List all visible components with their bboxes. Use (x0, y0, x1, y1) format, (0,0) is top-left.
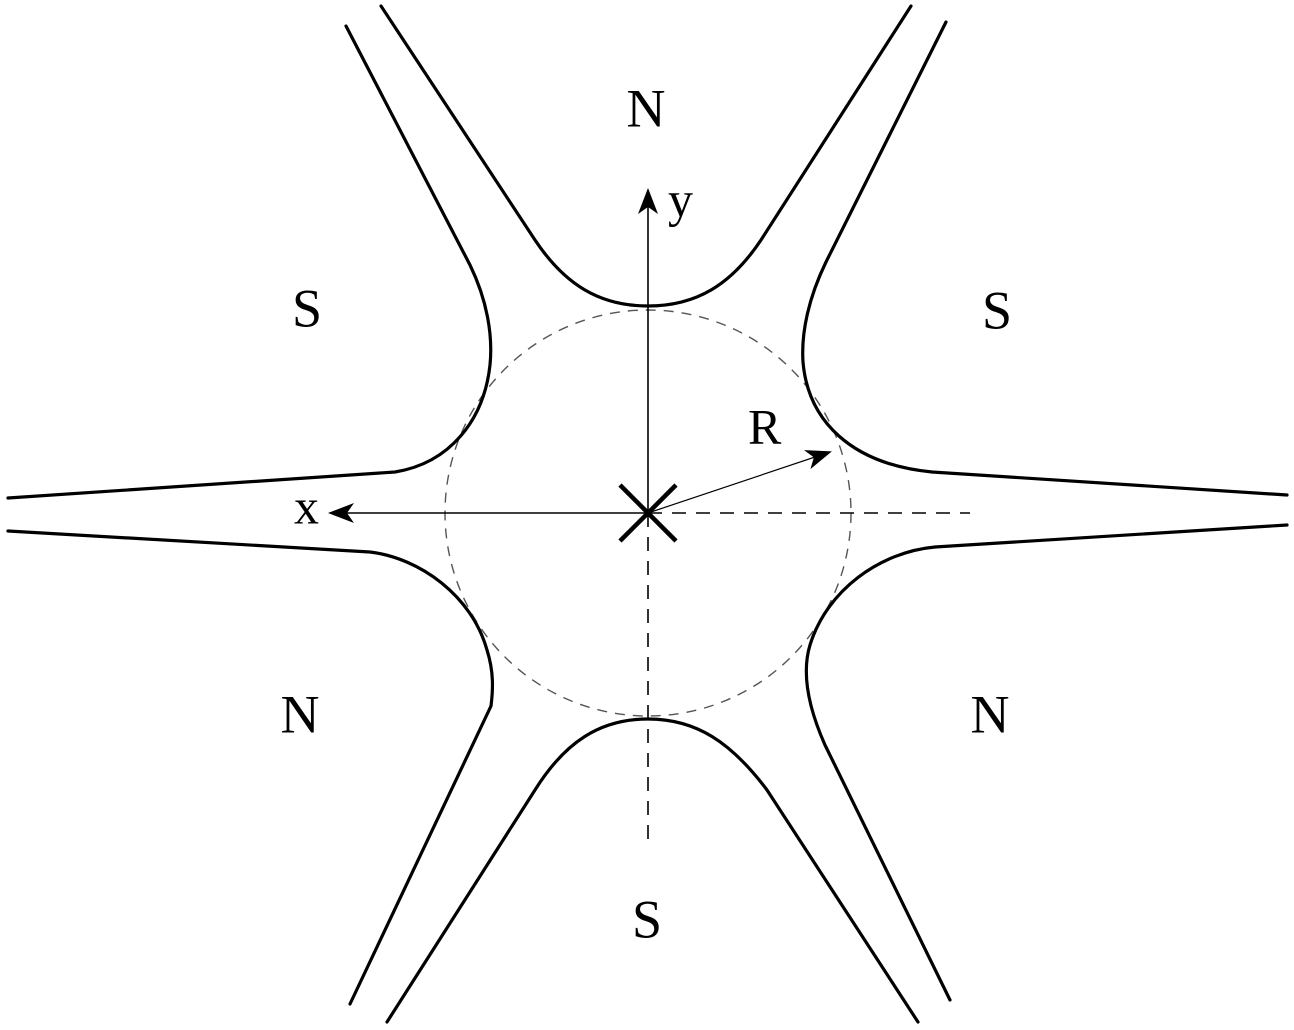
radius-label: R (748, 398, 782, 454)
radius-arrow (647, 450, 832, 514)
x-axis-label: x (294, 478, 319, 534)
pole-face-lower-left (6, 529, 495, 1006)
pole-face-top (379, 4, 913, 308)
pole-face-upper-left (6, 24, 493, 500)
pole-face-bottom (385, 717, 920, 1024)
pole-label-upper-right: S (982, 280, 1012, 340)
pole-label-lower-left: N (281, 684, 320, 744)
pole-face-upper-right (801, 20, 1289, 497)
pole-label-upper-left: S (292, 278, 322, 338)
pole-label-bottom: S (632, 889, 662, 949)
pole-label-top: N (627, 78, 666, 138)
center-cross-icon (618, 483, 678, 543)
pole-label-lower-right: N (971, 684, 1010, 744)
y-axis-label: y (668, 171, 693, 227)
pole-face-lower-right (804, 523, 1289, 1002)
